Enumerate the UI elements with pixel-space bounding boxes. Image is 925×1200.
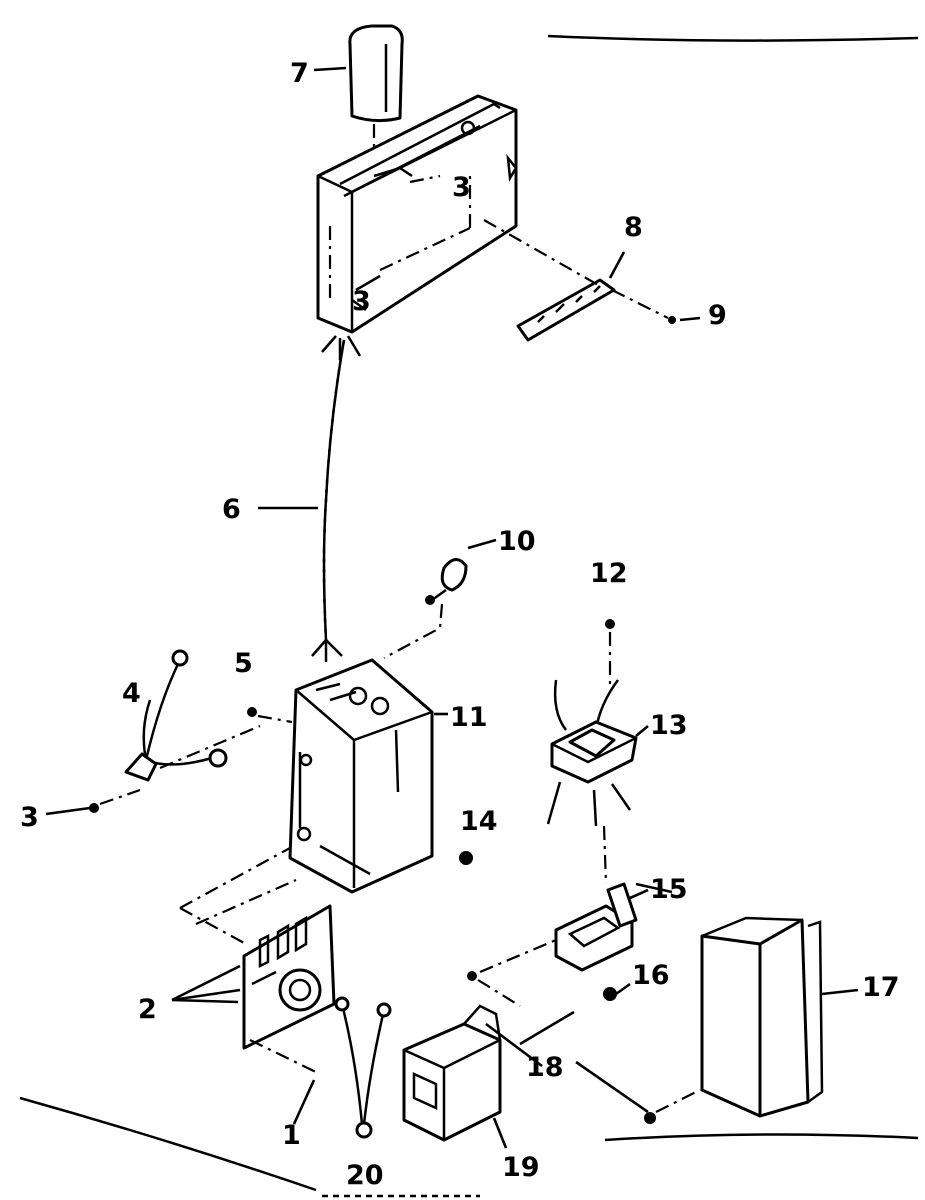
callout-14: 14: [460, 806, 498, 837]
callout-13: 13: [650, 710, 688, 741]
wire-assembly-part: [124, 649, 261, 782]
callout-leaders: [45, 66, 859, 1149]
callout-7: 7: [290, 58, 309, 89]
capacitor-part: [348, 24, 404, 190]
callout-8: 8: [624, 212, 643, 243]
switch-part: [546, 619, 638, 885]
callout-9: 9: [708, 300, 727, 331]
callout-labels: 7 3 8 9 3 6 10 12 5 4 11 13 3 14 15 17 1…: [20, 58, 900, 1191]
callout-6: 6: [222, 494, 241, 525]
callout-16: 16: [632, 960, 670, 991]
small-screws: [467, 971, 701, 1124]
control-board-part: [179, 847, 336, 1075]
electrical-box-part: [288, 658, 434, 894]
terminal-strip-part: [483, 219, 676, 342]
callout-19: 19: [502, 1152, 540, 1183]
screws: [89, 707, 473, 865]
callout-5: 5: [234, 648, 253, 679]
callout-3-lower: 3: [20, 802, 39, 833]
callout-1: 1: [282, 1120, 301, 1151]
clip-part: [383, 558, 468, 659]
callout-17: 17: [862, 972, 900, 1003]
callout-20: 20: [346, 1160, 384, 1191]
callout-10: 10: [498, 526, 536, 557]
callout-4: 4: [122, 678, 141, 709]
callout-3-upper: 3: [352, 286, 371, 317]
wire-harness-part: [311, 335, 362, 662]
control-box-housing: [316, 94, 518, 334]
jumper-wire-part: [334, 996, 392, 1139]
callout-11: 11: [450, 702, 488, 733]
bracket-part: [479, 882, 673, 974]
callout-18: 18: [526, 1052, 564, 1083]
cover-panel-part: [700, 916, 824, 1118]
page-edge-lines: [19, 34, 919, 1198]
relay-part: [402, 1004, 502, 1142]
callout-15: 15: [650, 874, 688, 905]
callout-12: 12: [590, 558, 628, 589]
callout-3-housing: 3: [452, 172, 471, 203]
callout-2: 2: [138, 994, 157, 1025]
